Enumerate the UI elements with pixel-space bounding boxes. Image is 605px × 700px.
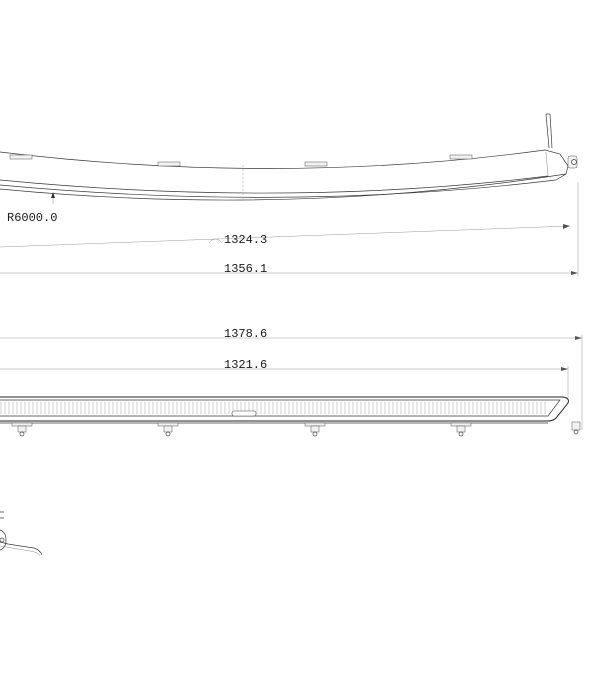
side-view-fragment — [0, 511, 43, 557]
overall-straight-label: 1378.6 — [224, 327, 267, 341]
arc-length-label: 1324.3 — [224, 233, 267, 247]
dim-overall-curved: 1356.1 — [0, 182, 579, 276]
straight-bar-view — [0, 396, 581, 437]
mounting-foot — [157, 422, 179, 437]
right-bracket — [567, 155, 578, 169]
straight-bar-outline — [0, 396, 569, 422]
overall-curved-label: 1356.1 — [224, 262, 267, 276]
center-logo-badge — [231, 410, 257, 417]
end-mount-foot — [571, 421, 581, 435]
body-straight-label: 1321.6 — [224, 358, 267, 372]
mounting-foot — [304, 422, 326, 437]
radius-arrow — [51, 192, 55, 198]
curved-bar-view: R6000.0 — [0, 113, 578, 225]
mounting-feet — [11, 421, 581, 437]
top-mount-tabs — [9, 154, 473, 167]
curved-bar-bottom-edge — [0, 173, 567, 201]
mounting-foot — [11, 422, 33, 437]
radius-label: R6000.0 — [7, 211, 57, 225]
cable-antenna — [545, 113, 553, 149]
curved-bar-top-edge — [0, 149, 546, 169]
straight-bar-inner-top — [0, 399, 561, 417]
curved-bar-lens-edge-2 — [0, 179, 557, 198]
right-bracket-bolt — [571, 159, 577, 165]
curved-bar-lens-edge-1 — [0, 175, 549, 194]
dim-overall-straight: 1378.6 — [0, 327, 583, 430]
dim-body-straight: 1321.6 — [0, 358, 569, 398]
curved-bar-end-inner — [545, 151, 549, 177]
dim-arc-length: 1324.3 — [0, 224, 571, 248]
mounting-foot — [450, 422, 472, 437]
led-band — [0, 402, 548, 414]
